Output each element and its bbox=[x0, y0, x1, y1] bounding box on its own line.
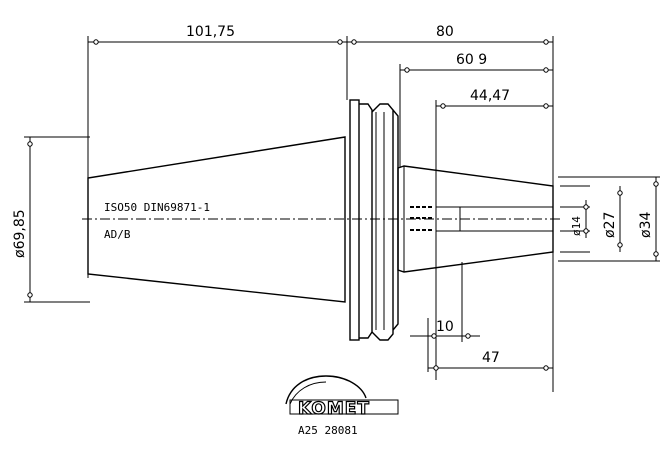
komet-logo: KOMET bbox=[285, 375, 399, 420]
steep-taper bbox=[87, 136, 346, 303]
brand-name: KOMET bbox=[298, 399, 370, 419]
flange bbox=[349, 99, 399, 341]
dim-top-left: 101,75 bbox=[186, 24, 235, 40]
dim-d1: ø14 bbox=[570, 216, 583, 236]
dimension-lines bbox=[27, 39, 659, 371]
part-number: A25 28081 bbox=[298, 424, 358, 437]
dim-shank-length: 44,47 bbox=[470, 88, 510, 104]
dim-d2: ø27 bbox=[602, 212, 618, 238]
extension-lines bbox=[24, 36, 660, 392]
dim-bore-offset: 10 bbox=[436, 319, 454, 335]
dim-top-right: 80 bbox=[436, 24, 454, 40]
standard-label: ISO50 DIN69871-1 bbox=[104, 201, 210, 214]
dim-d3: ø34 bbox=[638, 212, 654, 238]
shank bbox=[397, 165, 554, 273]
type-label: AD/B bbox=[104, 228, 131, 241]
dim-bore-depth: 47 bbox=[482, 350, 500, 366]
dim-flange-to-end: 60 9 bbox=[456, 52, 487, 68]
dim-taper-diameter: ø69,85 bbox=[12, 209, 28, 258]
